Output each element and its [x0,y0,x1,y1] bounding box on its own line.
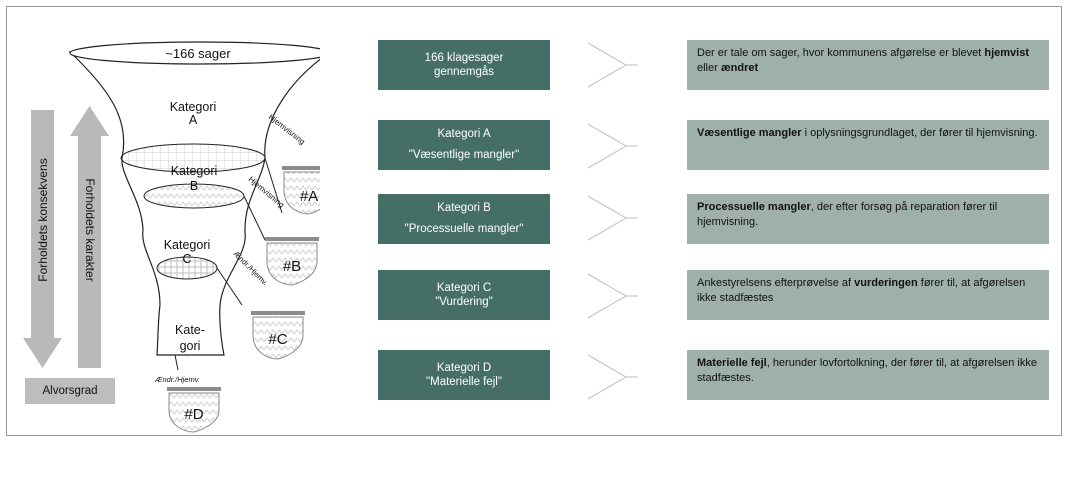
funnel-top-label: ~166 sager [165,46,231,61]
level-a-line2: A [189,113,198,127]
row-3-desc-box: Processuelle mangler, der efter forsøg p… [687,194,1049,244]
badge-b-label: #B [283,258,301,275]
row-1-chevron [588,42,638,88]
row-5-title-line2: "Materielle fejl" [426,376,502,388]
row-4-desc-1: Ankestyrelsens efterprøvelse af [697,277,855,289]
row-3-desc-2: , der efter forsøg på reparation fører t… [697,201,998,228]
row-2-desc-box: Væsentlige mangler i oplysningsgrundlage… [687,120,1049,170]
row-4-desc-2: vurderingen [854,277,918,289]
row-1-desc-1: Der er tale om sager, hvor kommunens afg… [697,47,985,59]
consequence-label: Forholdets konsekvens [36,158,50,281]
row-3-chevron [588,195,638,241]
level-d-line1: Kate- [175,323,205,337]
consequence-arrow [23,110,62,368]
severity-box: Alvorsgrad [25,378,115,404]
row-2-desc-1: Væsentlige mangler [697,127,802,139]
row-1-title-line2: gennemgås [433,66,495,78]
row-4-title-line1: Kategori C [436,281,492,294]
funnel-top-ellipse [69,41,320,65]
row-1-desc-2: hjemvist [984,47,1029,59]
badge-c: #C [251,311,305,360]
badge-a-label: #A [300,188,318,205]
row-2-title-box: Kategori A "Væsentlige mangler" [378,120,550,170]
level-a-line1: Kategori [170,100,217,114]
left-arrows: Forholdets konsekvens Forholdets karakte… [23,106,109,368]
character-label: Forholdets karakter [83,178,97,281]
badge-d: #D [167,387,221,433]
badge-d-label: #D [184,406,203,423]
badge-c-label: #C [268,331,287,348]
row-4-title-line2: "Vurdering" [435,296,493,308]
row-5-desc-2: , herunder lovfortolkning, der fører til… [697,357,1037,384]
level-c-side-label: Ændr./Hjemv. [232,249,270,287]
row-5-title-line1: Kategori D [436,361,492,374]
row-1-desc-3: eller [697,61,721,74]
row-4-chevron [588,273,638,319]
row-1-desc-4: ændret [720,61,759,74]
row-5-title-box: Kategori D "Materielle fejl" [378,350,550,400]
level-d-line2: gori [180,339,201,353]
badge-a: #A [282,166,320,215]
row-2-title-line2: "Væsentlige mangler" [408,149,520,162]
row-2-chevron [588,123,638,169]
row-1-title-line1: 166 klagesager [424,51,504,64]
funnel-diagram: ~166 sager Kategori A Hjemvisning Katego… [68,41,320,433]
level-c-line2: C [182,252,191,266]
row-3-title-line2: "Processuelle mangler" [404,223,524,236]
level-c-line1: Kategori [164,238,211,252]
badge-b: #B [265,237,319,286]
row-5-chevron [588,354,638,400]
level-a-side-label: Hjemvisning [267,112,307,146]
row-3-desc-1: Processuelle mangler [697,201,811,213]
row-5-desc-1: Materielle fejl [697,357,767,369]
level-b-line1: Kategori [171,164,218,178]
row-4-desc-3: fører til, at afgørelsen ikke stadfæstes [697,277,1026,304]
row-4-desc-box: Ankestyrelsens efterprøvelse af vurderin… [687,270,1049,320]
row-5-desc-box: Materielle fejl, herunder lovfortolkning… [687,350,1049,400]
row-2-title-line1: Kategori A [437,128,491,141]
row-1-desc-box: Der er tale om sager, hvor kommunens afg… [687,40,1049,90]
row-3-title-line1: Kategori B [437,202,491,215]
character-arrow [70,106,109,368]
level-d-side-label: Ændr./Hjemv. [154,375,200,384]
row-1-title-box: 166 klagesager gennemgås [378,40,550,90]
level-b-line2: B [190,179,198,193]
row-4-title-box: Kategori C "Vurdering" [378,270,550,320]
row-2-desc-2: i oplysningsgrundlaget, der fører til hj… [801,127,1038,139]
row-3-title-box: Kategori B "Processuelle mangler" [378,194,550,244]
